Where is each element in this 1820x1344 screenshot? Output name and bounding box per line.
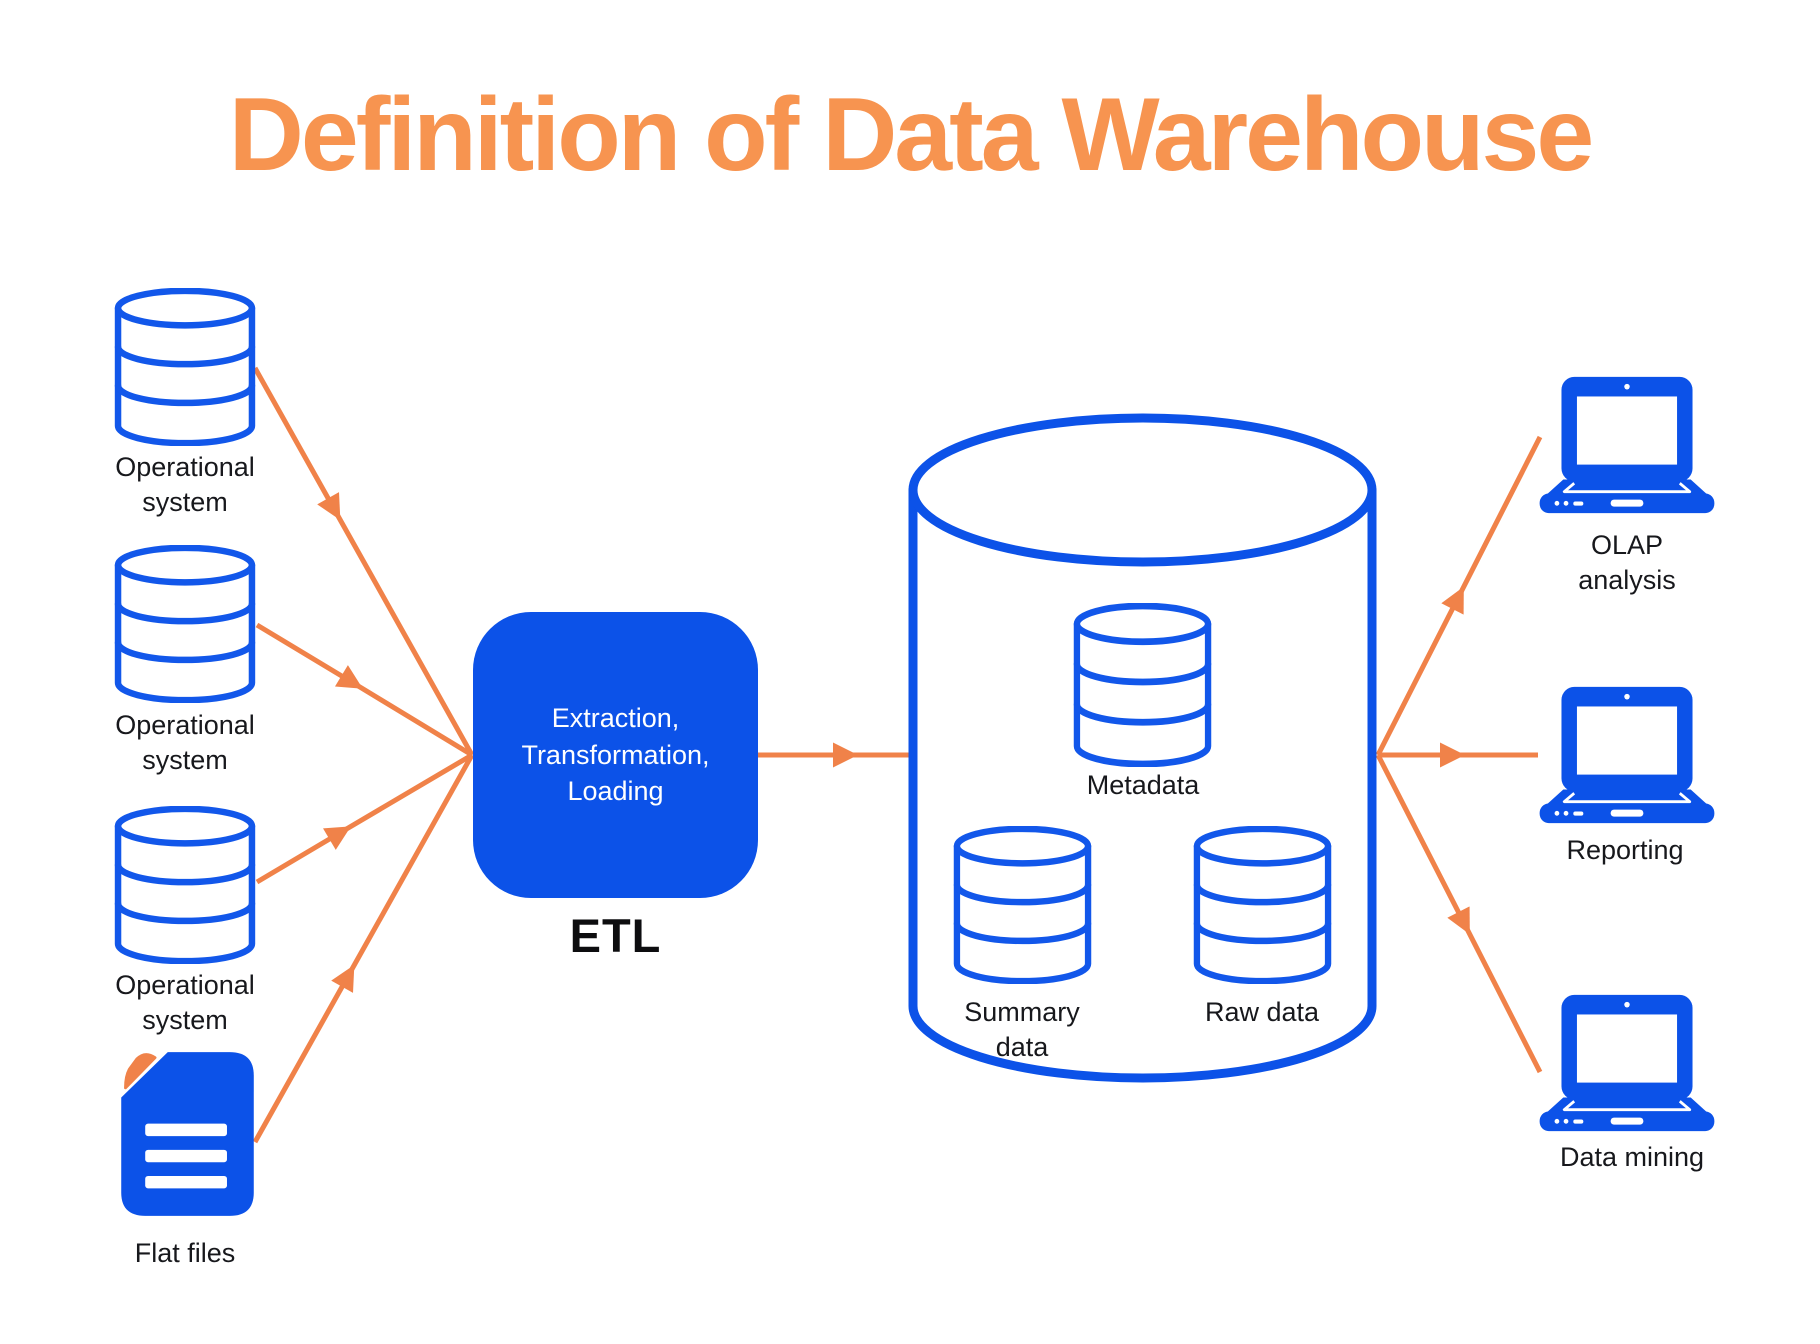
source-label-operational-system-2: Operational system (115, 710, 255, 776)
arrow-flatfiles-to-etl (252, 753, 475, 1144)
metadata-database-icon (1077, 606, 1208, 764)
output-label-olap-analysis: OLAP analysis (1578, 530, 1676, 596)
arrow-group (252, 366, 1543, 1144)
page-title: Definition of Data Warehouse (228, 77, 1594, 193)
document-icon (119, 1050, 256, 1218)
source-label-operational-system-1: Operational system (115, 452, 255, 518)
warehouse-summary-data-label: Summary data (964, 997, 1080, 1063)
arrow-warehouse-to-datamining (1375, 753, 1543, 1074)
raw-database-icon (1197, 829, 1328, 981)
source-label-operational-system-3: Operational system (115, 970, 255, 1036)
summary-database-icon (957, 829, 1088, 981)
arrow-warehouse-to-olap (1375, 435, 1543, 757)
laptop-icon (1538, 375, 1716, 515)
warehouse-cylinder (908, 413, 1377, 1083)
database-icon (118, 809, 252, 961)
arrow-source2-to-etl (255, 622, 474, 758)
arrow-source1-to-etl (252, 366, 475, 757)
source-label-flat-files: Flat files (134, 1238, 236, 1268)
warehouse-raw-data-label: Raw data (1204, 997, 1320, 1027)
laptop-icon (1538, 685, 1716, 825)
output-label-data-mining: Data mining (1559, 1142, 1705, 1172)
etl-caption: ETL (569, 909, 662, 962)
arrow-source3-to-etl (255, 752, 474, 885)
etl-process-box: Extraction, Transformation, Loading (473, 612, 758, 898)
database-icon (118, 548, 252, 700)
database-icon (118, 291, 252, 443)
output-label-reporting: Reporting (1566, 835, 1684, 865)
warehouse-metadata-label: Metadata (1086, 770, 1200, 800)
laptop-icon (1538, 993, 1716, 1133)
etl-box-label: Extraction, Transformation, Loading (521, 703, 710, 807)
